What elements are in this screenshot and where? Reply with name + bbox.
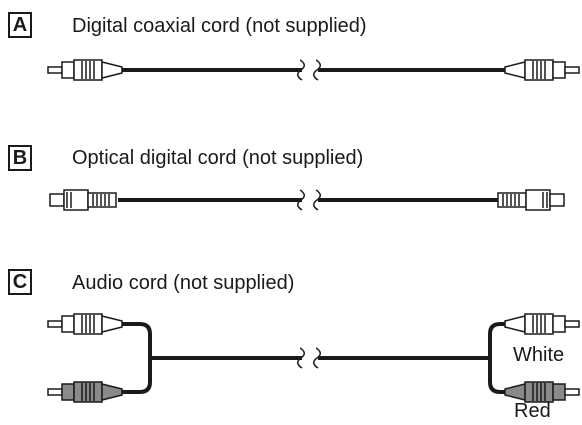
optical-plug-left-icon — [49, 189, 117, 211]
rca-plug-white-right-icon — [504, 313, 580, 335]
rca-plug-white-left-icon — [47, 313, 123, 335]
audio-cord-illustration — [47, 313, 580, 403]
rca-plug-right-icon — [504, 59, 580, 81]
rca-plug-red-right-icon — [504, 381, 580, 403]
audio-cable-left-fork — [120, 322, 152, 394]
cord-a-letter-badge: A — [8, 12, 32, 38]
cable-break-icon — [297, 347, 321, 369]
cord-b-letter-badge: B — [8, 145, 32, 171]
red-plug-label: Red — [514, 400, 551, 422]
optical-cord-illustration — [49, 189, 565, 211]
coaxial-cord-illustration — [47, 59, 580, 81]
rca-plug-red-left-icon — [47, 381, 123, 403]
cable-break-icon — [297, 189, 321, 211]
cord-b-section: B Optical digital cord (not supplied) — [0, 133, 582, 233]
audio-cable-right-fork — [488, 322, 505, 394]
cord-a-title: Digital coaxial cord (not supplied) — [72, 15, 367, 37]
cord-b-title: Optical digital cord (not supplied) — [72, 147, 364, 169]
white-plug-label: White — [513, 344, 565, 366]
cord-c-letter-badge: C — [8, 269, 32, 295]
cord-c-title: Audio cord (not supplied) — [72, 272, 295, 294]
cord-c-section: C Audio cord (not supplied) — [0, 258, 582, 425]
cord-a-section: A Digital coaxial cord (not supplied) — [0, 0, 582, 100]
cable-break-icon — [297, 59, 321, 81]
rca-plug-left-icon — [47, 59, 123, 81]
optical-plug-right-icon — [497, 189, 565, 211]
